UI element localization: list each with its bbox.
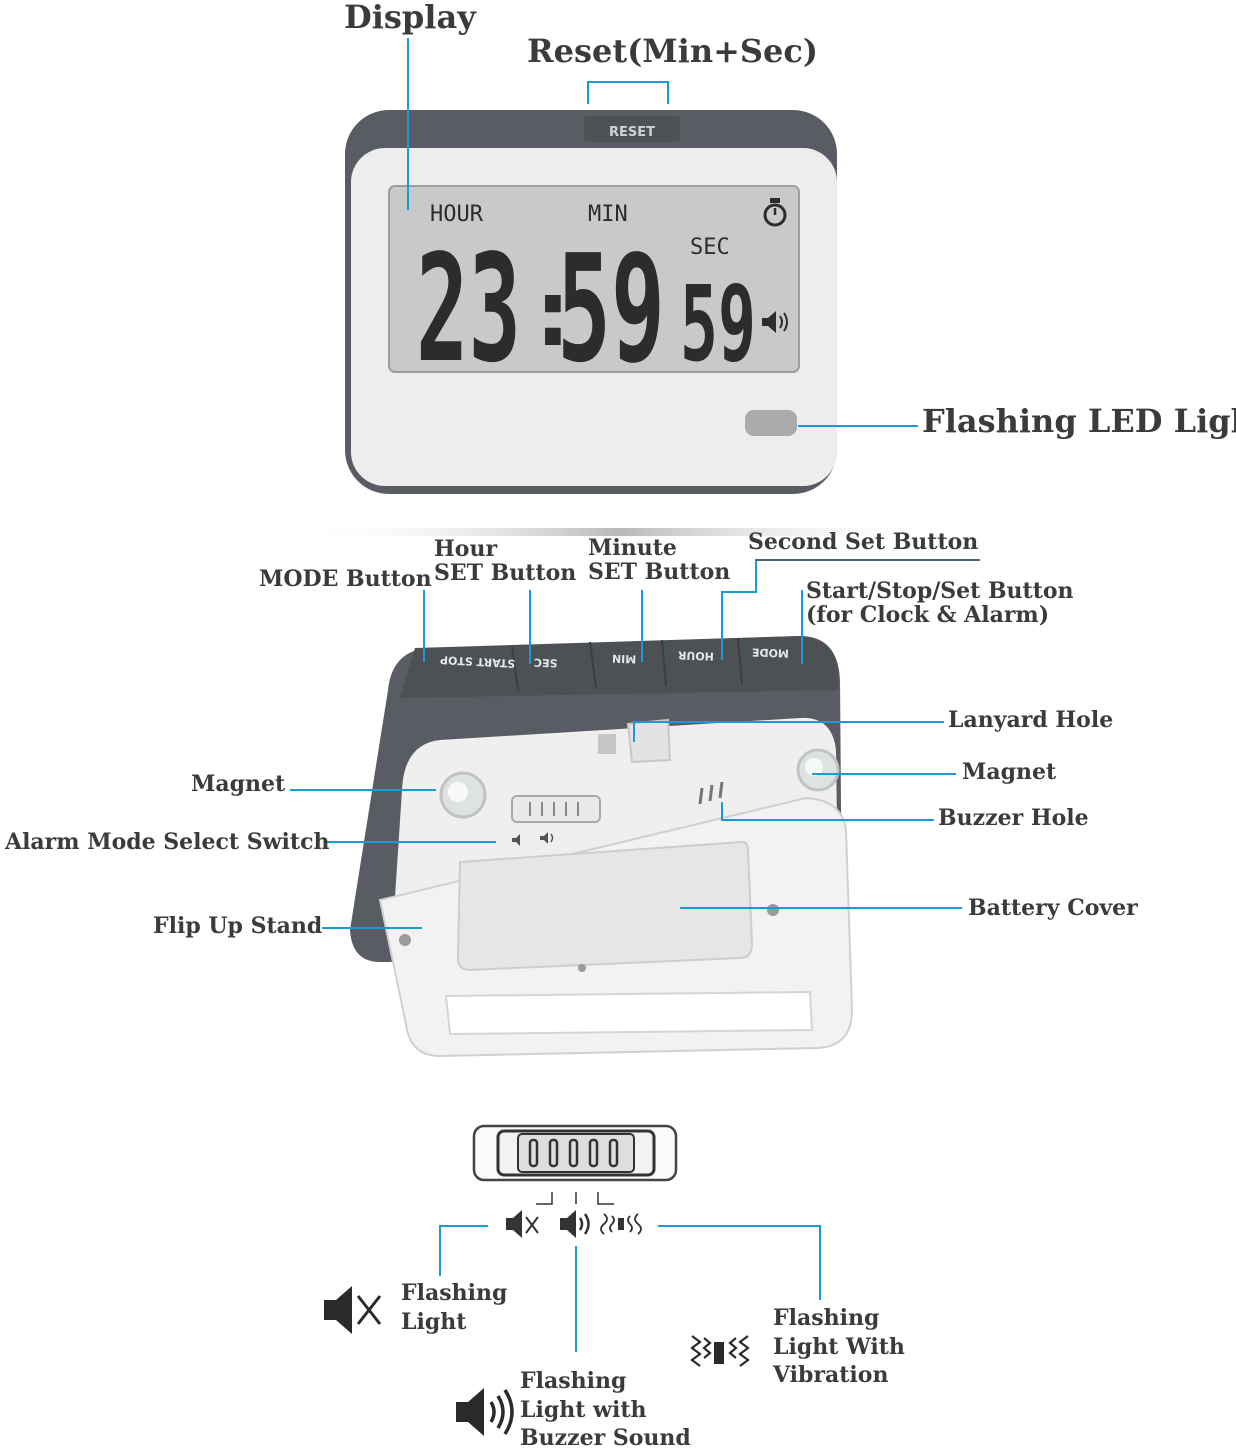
label-buzzer-hole: Buzzer Hole [938,805,1089,831]
screw-left [399,934,411,946]
reset-button-area [584,116,680,142]
speaker-icon [456,1388,514,1436]
rear-btn-hour: HOUR [677,648,715,663]
label-minute-set: Minute SET Button [588,535,731,586]
reset-text: RESET [609,125,655,140]
label-second-set: Second Set Button [748,529,979,555]
back-view [350,636,854,1058]
lcd-hours: 23 [416,223,521,395]
buzzer-hole [698,787,704,805]
vibration-icon [690,1335,750,1367]
led-light [745,410,797,436]
button-strip [400,636,838,698]
lcd-hour-label: HOUR [430,202,484,227]
rear-btn-sec: SEC [533,655,558,670]
label-reset: Reset(Min+Sec) [527,32,818,70]
lcd-min-label: MIN [588,202,628,227]
label-mode-buzzer: Flashing Light with Buzzer Sound [520,1368,691,1452]
alarm-switch [511,795,601,823]
label-mode-light: Flashing Light [401,1280,508,1335]
label-mode-button: MODE Button [259,566,432,592]
screw-right [767,904,779,916]
stand-cutout [444,990,814,1036]
stopwatch-icon [763,198,787,227]
battery-cover [456,840,754,972]
switch-mode-icons [512,832,554,846]
rear-btn-mode: MODE [751,645,790,660]
switch-detail [472,1124,678,1238]
label-battery-cover: Battery Cover [968,895,1138,921]
rear-btn-min: MIN [611,651,637,666]
label-alarm-mode-switch: Alarm Mode Select Switch [5,829,330,855]
lcd-minutes: 59 [557,223,665,395]
label-flip-up-stand: Flip Up Stand [153,913,323,939]
label-display: Display [344,0,476,36]
speaker-icon [762,311,788,333]
label-magnet-right: Magnet [962,759,1057,785]
label-hour-set: Hour SET Button [434,536,577,587]
lanyard-hole [598,734,616,754]
lcd-screen [388,185,800,373]
label-mode-vibration: Flashing Light With Vibration [773,1305,905,1389]
label-magnet-left: Magnet [191,771,286,797]
front-view: RESET HOUR MIN SEC 23 : 59 59 [345,110,837,494]
lcd-sec-label: SEC [690,235,730,260]
leader-lines [290,38,980,1352]
separator-shadow [300,528,940,536]
speaker-icon [560,1210,590,1238]
vibration-icon [600,1213,642,1235]
label-start-stop-set: Start/Stop/Set Button (for Clock & Alarm… [806,578,1074,629]
mute-icon [324,1286,382,1334]
mute-icon [506,1210,539,1238]
lcd-seconds: 59 [680,263,756,385]
lcd-colon: : [524,256,582,368]
label-lanyard-hole: Lanyard Hole [948,707,1114,733]
label-flashing-led: Flashing LED Light [922,402,1236,440]
